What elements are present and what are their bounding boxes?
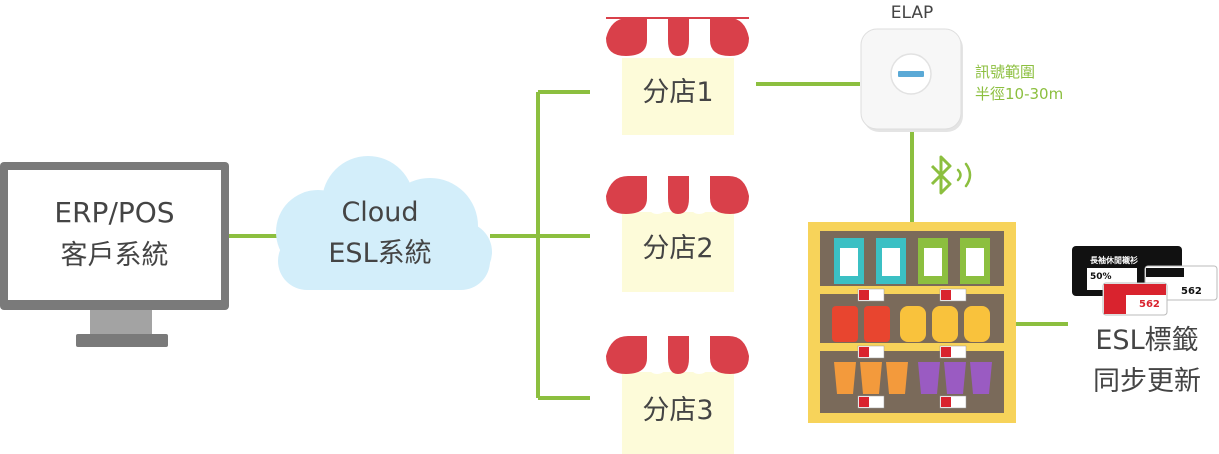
esl-tag-white-price: 562 [1181,286,1202,297]
monitor-screen [8,170,221,300]
signal-waves-icon [956,162,972,188]
esl-tag-black-header: 長袖休閒襯衫 [1090,255,1138,265]
shelf-row-top-products [834,238,990,284]
store-3 [606,336,749,454]
cloud-base [278,232,490,290]
erp-pos-computer [0,162,229,347]
store-2-awning [606,176,749,214]
cloud-shape [276,156,492,290]
store-1 [606,17,749,135]
shelf-row-bottom-products [834,362,992,394]
store-1-body [622,58,734,135]
range-label-line1: 訊號範圍 [975,63,1036,81]
esl-tag-red-price: 562 [1139,299,1160,310]
range-label-line2: 半徑10-30m [975,85,1064,103]
cloud-label-line2: ESL系統 [328,238,432,269]
esl-tag-stack: 長袖休閒襯衫 50% 562 562 [1072,246,1218,316]
monitor-base [76,334,168,347]
shelf-row-middle-products [832,306,990,342]
store-shelf [808,222,1016,423]
cloud-label-line1: Cloud [341,197,419,228]
store-1-label: 分店1 [642,77,714,108]
monitor-neck [90,310,152,336]
store-1-awning [606,17,749,56]
store-3-label: 分店3 [642,395,714,426]
store-2 [606,176,749,292]
elap-access-point [860,28,963,132]
connectors [229,82,1068,400]
shelf-board-1 [808,286,1016,294]
computer-label-line2: 客戶系統 [60,240,169,271]
shelf-esl-tags [857,288,967,409]
store-3-body [622,372,734,454]
shelf-board-3 [808,413,1016,423]
shelf-board-2 [808,343,1016,351]
esl-caption-line2: 同步更新 [1093,366,1201,397]
bluetooth-icon [930,155,952,195]
access-point-title: ELAP [890,3,934,23]
store-3-awning [606,336,749,374]
esl-tag-black-discount: 50% [1090,272,1112,282]
computer-label-line1: ERP/POS [54,196,175,229]
access-point-logo [898,71,924,77]
esl-caption-line1: ESL標籤 [1095,325,1199,356]
store-2-label: 分店2 [642,233,714,264]
store-2-body [622,212,734,292]
